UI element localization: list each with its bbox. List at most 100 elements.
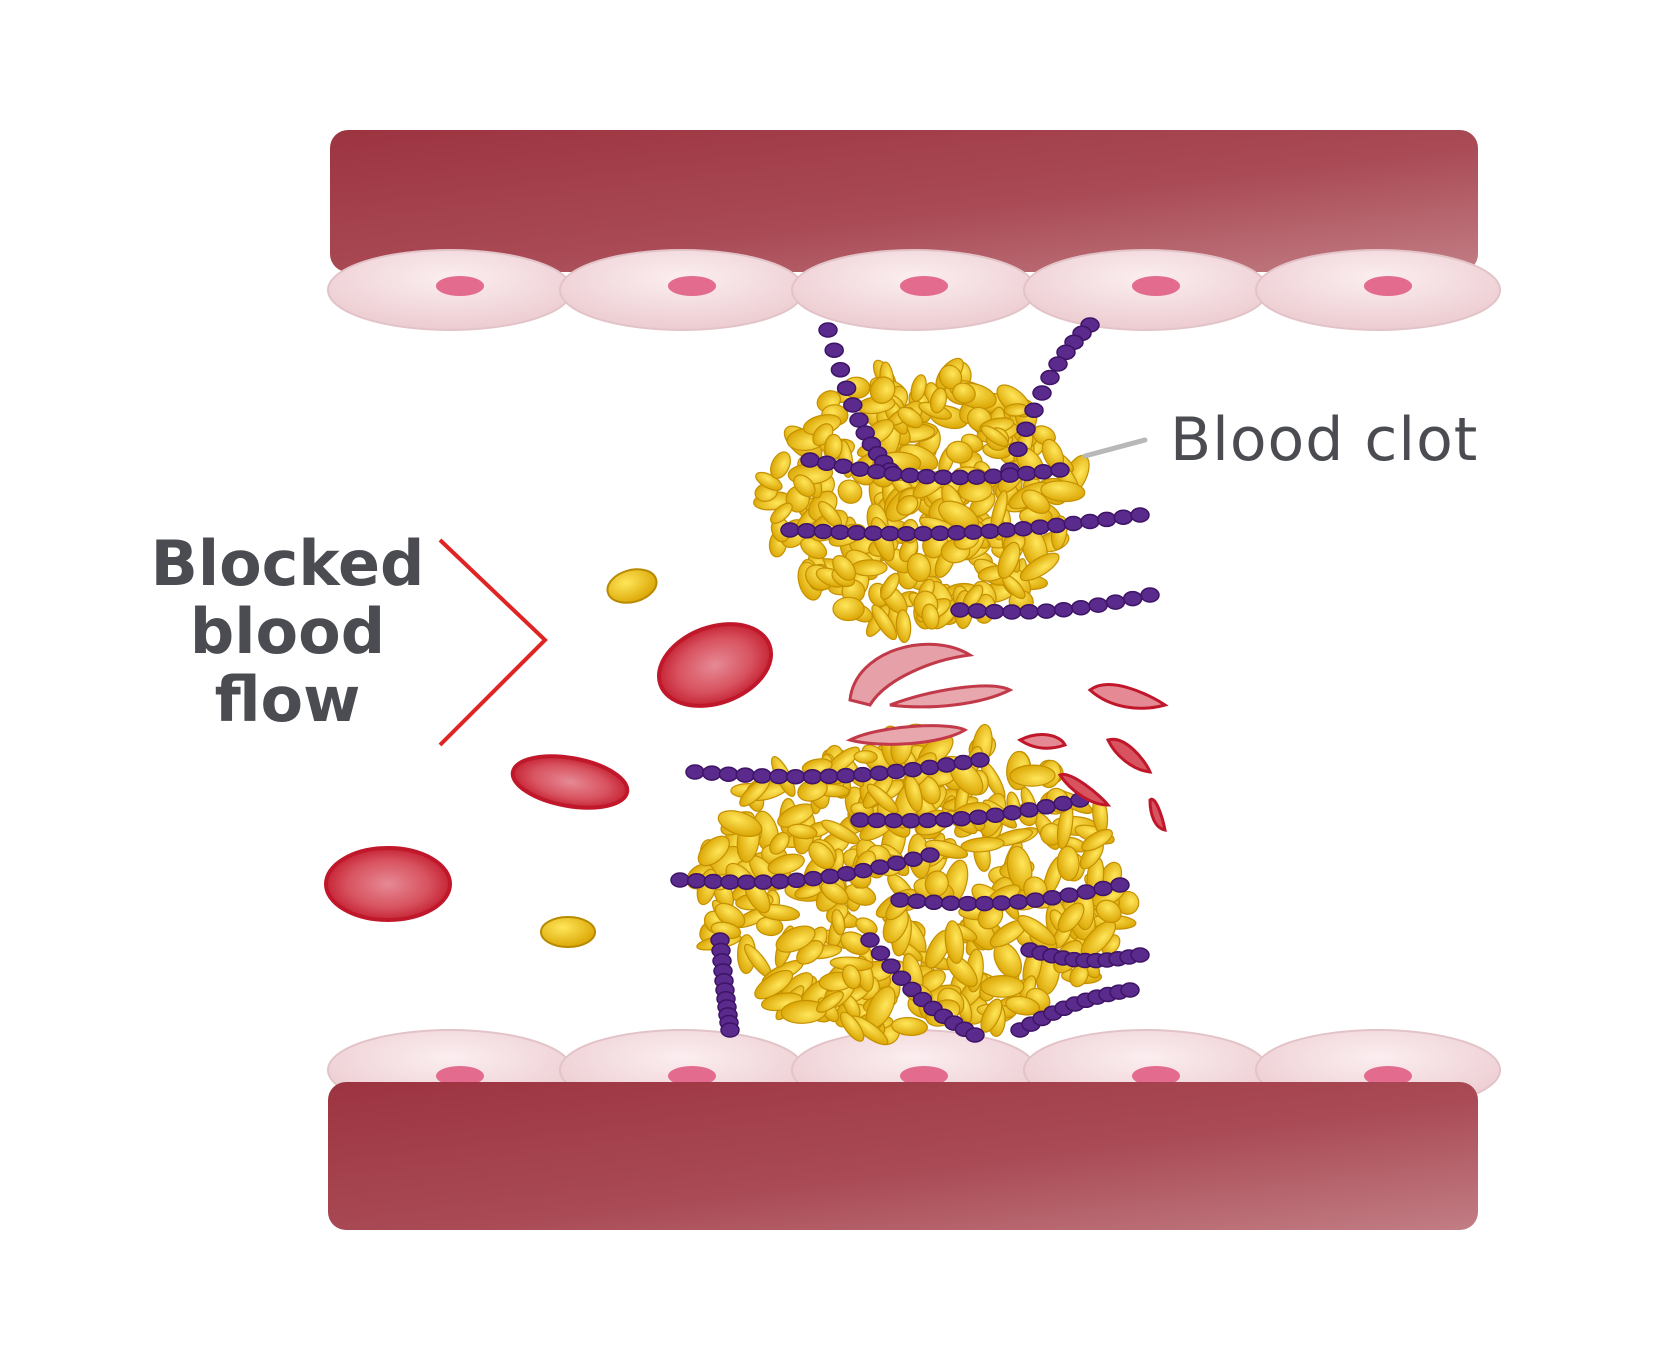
platelet <box>924 839 969 859</box>
fibrin-bead <box>870 945 891 961</box>
fibrin-bead <box>1113 509 1134 525</box>
fibrin-bead <box>786 872 807 889</box>
fibrin-bead <box>996 522 1017 538</box>
platelet <box>793 474 816 498</box>
fibrin-bead <box>891 970 912 986</box>
cell-nucleus <box>900 276 948 296</box>
top-wall-band <box>330 130 1478 272</box>
platelet <box>717 810 763 838</box>
cell-nucleus <box>1364 276 1412 296</box>
fibrin-bead <box>1036 799 1056 815</box>
red-blood-cell <box>1057 772 1112 807</box>
platelet <box>1005 995 1041 1016</box>
fibrin-bead <box>860 932 880 948</box>
fibrin-bead <box>886 855 907 871</box>
fibrin-bead <box>1130 947 1150 963</box>
fibrin-bead <box>867 812 887 829</box>
fibrin-bead <box>883 465 904 482</box>
fibrin-bead <box>968 809 989 825</box>
fibrin-bead <box>852 766 873 783</box>
fibrin-bead <box>1040 369 1060 386</box>
platelet <box>952 382 976 404</box>
fibrin-bead <box>800 452 820 468</box>
platelet <box>897 406 924 429</box>
platelet <box>850 559 888 577</box>
fibrin-bead <box>963 524 984 540</box>
fibrin-bead <box>853 862 874 879</box>
blocked-blood-flow-label: Blocked blood flow <box>150 530 425 734</box>
free-red-blood-cells <box>324 622 1169 922</box>
platelet <box>910 374 927 402</box>
platelet <box>980 425 1009 447</box>
platelet <box>960 836 1005 853</box>
cell-nucleus <box>1364 1066 1412 1086</box>
fibrin-bead <box>670 872 690 888</box>
fibrin-bead <box>965 1027 985 1043</box>
fibrin-bead <box>946 525 967 541</box>
fibrin-bead <box>820 868 840 885</box>
fibrin-bead <box>917 812 938 829</box>
fibrin-bead <box>1050 462 1070 478</box>
fibrin-bead <box>957 895 978 912</box>
fibrin-bead <box>1033 464 1054 480</box>
platelet <box>896 495 919 516</box>
fibrin-bead <box>886 763 906 780</box>
fibrin-bead <box>1130 507 1150 523</box>
fibrin-bead <box>950 469 970 486</box>
platelet <box>770 502 793 524</box>
fibrin-bead <box>780 522 800 538</box>
fibrin-bead <box>983 468 1004 485</box>
platelet <box>997 541 1021 579</box>
fibrin-bead <box>974 895 995 912</box>
fibrin-bead <box>1048 356 1068 372</box>
top-vessel-wall <box>327 130 1501 331</box>
fibrin-bead <box>849 412 869 428</box>
fibrin-bead <box>890 892 910 908</box>
platelet <box>1021 489 1051 514</box>
fibrin-bead <box>1071 599 1091 616</box>
fibrin-bead <box>1016 421 1036 437</box>
fibrin-bead <box>836 865 857 882</box>
red-blood-cell <box>1148 797 1167 832</box>
fibrin-bead <box>720 1022 740 1038</box>
fibrin-bead <box>850 812 870 828</box>
platelet <box>853 750 878 764</box>
platelet <box>1057 902 1085 933</box>
fibrin-bead <box>833 458 854 474</box>
fibrin-bead <box>1019 802 1039 818</box>
fibrin-bead <box>803 870 824 887</box>
platelet <box>1095 899 1122 924</box>
red-blood-cell <box>848 642 975 707</box>
red-blood-cell <box>510 754 630 810</box>
fibrin-bead <box>836 767 856 784</box>
platelet <box>769 831 790 855</box>
blocked-flow-line-1: Blocked <box>150 527 425 600</box>
platelet <box>787 823 818 840</box>
fibrin-bead <box>685 764 705 780</box>
bottom-vessel-wall <box>327 1029 1501 1230</box>
blocked-flow-line-3: flow <box>214 663 361 736</box>
fibrin-bead <box>813 523 834 540</box>
cell-nucleus <box>668 1066 716 1086</box>
fibrin-bead <box>901 812 921 829</box>
platelet <box>1040 480 1086 503</box>
bottom-wall-band <box>328 1082 1478 1230</box>
fibrin-bead <box>1105 594 1126 610</box>
fibrin-bead <box>1002 604 1022 620</box>
platelet <box>929 387 948 414</box>
fibrin-bead <box>1053 601 1074 618</box>
fibrin-bead <box>796 523 817 539</box>
fibrin-bead <box>930 525 950 542</box>
platelet <box>944 920 965 964</box>
platelet <box>880 572 900 600</box>
cell-nucleus <box>900 1066 948 1086</box>
fibrin-bead <box>863 525 884 541</box>
platelet <box>869 376 896 404</box>
free-platelets <box>540 568 658 948</box>
platelet <box>820 881 849 905</box>
fibrin-bead <box>985 807 1006 823</box>
platelet <box>832 596 865 622</box>
fibrin-bead <box>1056 344 1076 361</box>
red-blood-cell <box>1087 683 1169 710</box>
